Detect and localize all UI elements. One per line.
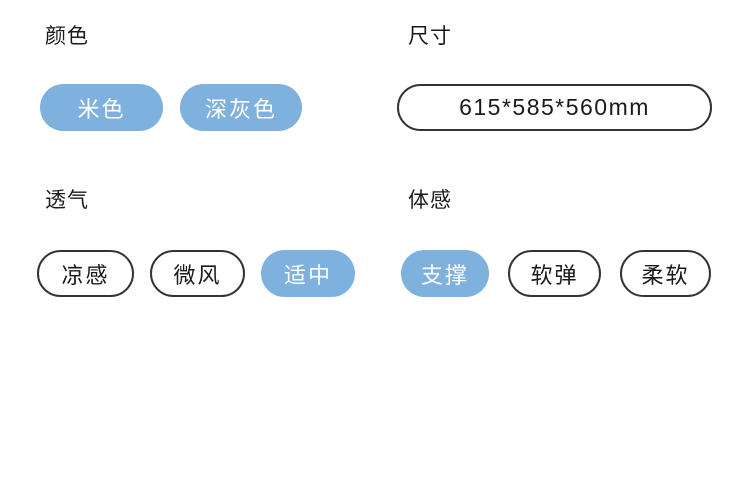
pill-row-breathability: 凉感 微风 适中 xyxy=(37,250,355,297)
group-label-body-feel: 体感 xyxy=(408,189,452,212)
option-pill-dark-gray[interactable]: 深灰色 xyxy=(180,84,302,131)
option-group-size: 尺寸 615*585*560mm xyxy=(397,24,712,131)
pill-row-body-feel: 支撑 软弹 柔软 xyxy=(401,250,711,297)
pill-row-size: 615*585*560mm xyxy=(397,84,712,131)
option-pill-cool[interactable]: 凉感 xyxy=(37,250,134,297)
group-label-color: 颜色 xyxy=(45,25,89,48)
option-group-breathability: 透气 凉感 微风 适中 xyxy=(37,188,355,297)
option-group-color: 颜色 米色 深灰色 xyxy=(40,24,302,131)
option-pill-soft-bounce[interactable]: 软弹 xyxy=(508,250,601,297)
option-group-body-feel: 体感 支撑 软弹 柔软 xyxy=(401,188,711,297)
group-label-size: 尺寸 xyxy=(408,25,452,48)
option-pill-support[interactable]: 支撑 xyxy=(401,250,489,297)
option-pill-moderate[interactable]: 适中 xyxy=(261,250,355,297)
option-pill-breeze[interactable]: 微风 xyxy=(150,250,245,297)
group-label-breathability: 透气 xyxy=(45,189,89,212)
option-pill-soft[interactable]: 柔软 xyxy=(620,250,711,297)
option-pill-size-615-585-560[interactable]: 615*585*560mm xyxy=(397,84,712,131)
pill-row-color: 米色 深灰色 xyxy=(40,84,302,131)
option-pill-beige[interactable]: 米色 xyxy=(40,84,163,131)
